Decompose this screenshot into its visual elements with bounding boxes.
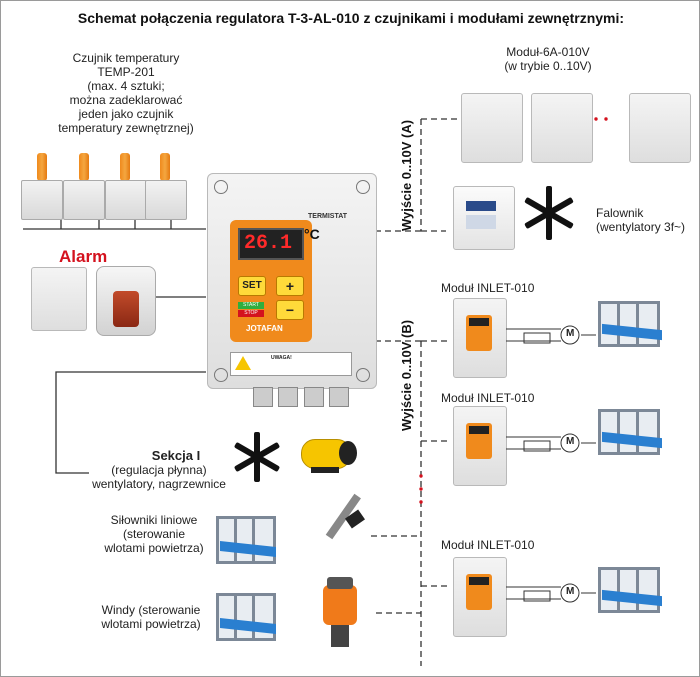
- air-inlet-icon-3: [598, 301, 662, 347]
- heater-icon: [301, 433, 357, 477]
- inlet-module-3-label: Moduł INLET-010: [441, 538, 535, 552]
- inlet-module-3: [453, 557, 507, 637]
- section-wire: [55, 371, 206, 474]
- section-title: Sekcja I: [151, 448, 201, 463]
- inlet-module-1: [453, 298, 507, 378]
- inlet-2-connector: [506, 433, 596, 453]
- diagram-title: Schemat połączenia regulatora T-3-AL-010…: [77, 10, 625, 26]
- inlet-3-connector: [506, 583, 596, 603]
- air-inlet-icon-4: [598, 409, 662, 455]
- alarm-module-box: [31, 267, 87, 331]
- module-6a-2: [531, 93, 593, 163]
- motor-symbol-3: M: [566, 586, 575, 597]
- winches-label: Windy (sterowanie wlotami powietrza): [101, 603, 201, 631]
- sensor-probe-4: [160, 153, 170, 181]
- air-inlet-icon-1: [216, 516, 276, 564]
- set-button[interactable]: SET: [238, 276, 266, 296]
- warning-title: UWAGA!: [271, 355, 292, 361]
- controller-brand: TERMISTAT: [308, 213, 348, 220]
- module-6a-3: [629, 93, 691, 163]
- fan-icon-section: [231, 431, 283, 488]
- controller-faceplate: 26.1 °C SET + START STOP − JOTAFAN: [230, 220, 320, 342]
- linear-actuator-icon: [311, 493, 371, 561]
- inlet-module-2-label: Moduł INLET-010: [441, 391, 535, 405]
- module-6a-1: [461, 93, 523, 163]
- minus-button[interactable]: −: [276, 300, 304, 320]
- start-button[interactable]: START: [238, 302, 264, 309]
- controller-enclosure: TERMISTAT 26.1 °C SET + START STOP − JOT…: [207, 173, 377, 389]
- plus-button[interactable]: +: [276, 276, 304, 296]
- actuators-label: Siłowniki liniowe (sterowanie wlotami po…: [104, 513, 204, 555]
- display-value: 26.1: [244, 232, 293, 255]
- controller-display: 26.1: [238, 228, 304, 260]
- inverter-box: [453, 186, 515, 250]
- display-unit: °C: [304, 226, 320, 242]
- warning-sticker: UWAGA!: [230, 352, 352, 376]
- output-a-label: Wyjście 0..10V (A): [399, 119, 414, 231]
- fan-icon-inverter: [521, 185, 577, 246]
- air-inlet-icon-5: [598, 567, 662, 613]
- inlet-module-1-label: Moduł INLET-010: [441, 281, 535, 295]
- controller-logo: JOTAFAN: [246, 324, 283, 333]
- sensor-probe-2: [79, 153, 89, 181]
- output-b-label: Wyjście 0..10V (B): [399, 319, 414, 431]
- warning-icon: [235, 356, 251, 370]
- sensor-3: [105, 180, 147, 220]
- alarm-label: Alarm: [59, 247, 108, 266]
- air-inlet-icon-2: [216, 593, 276, 641]
- sensor-label: Czujnik temperatury TEMP-201 (max. 4 szt…: [58, 51, 194, 135]
- inlet-1-connector: [506, 325, 596, 345]
- sensor-4: [145, 180, 187, 220]
- siren-icon: [96, 266, 156, 336]
- inverter-label: Falownik (wentylatory 3f~): [596, 206, 686, 234]
- sensor-probe-3: [120, 153, 130, 181]
- section-description: (regulacja płynna) wentylatory, nagrzewn…: [92, 463, 226, 491]
- stop-button[interactable]: STOP: [238, 310, 264, 317]
- module-6a-label: Moduł-6A-010V (w trybie 0..10V): [504, 45, 592, 73]
- sensor-probe-1: [37, 153, 47, 181]
- motor-symbol-1: M: [566, 328, 575, 339]
- sensor-1: [21, 180, 63, 220]
- inlet-module-2: [453, 406, 507, 486]
- sensor-2: [63, 180, 105, 220]
- cable-glands: [253, 387, 349, 407]
- winch-motor-icon: [317, 577, 367, 651]
- motor-symbol-2: M: [566, 436, 575, 447]
